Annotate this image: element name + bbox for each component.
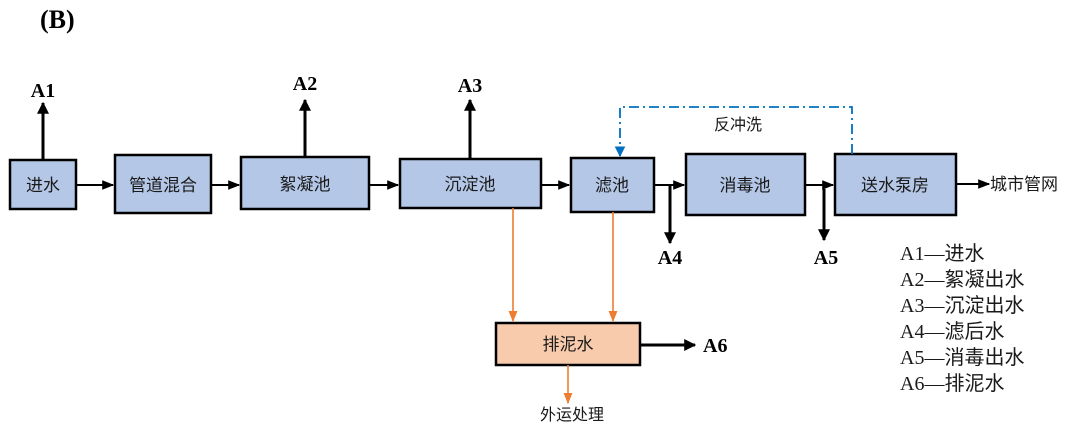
unit-flocculation: 絮凝池: [239, 155, 371, 211]
unit-filter-label: 滤池: [595, 176, 629, 196]
unit-disinfection-label: 消毒池: [720, 176, 771, 196]
sampling-label-a1: A1: [31, 80, 55, 102]
legend: A1—进水 A2—絮凝出水 A3—沉淀出水 A4—滤后水 A5—消毒出水 A6—…: [900, 242, 1024, 395]
unit-pump-house-label: 送水泵房: [861, 176, 929, 196]
unit-pipe-mixing: 管道混合: [113, 153, 213, 215]
city-network-label: 城市管网: [990, 175, 1058, 195]
sampling-label-a6: A6: [703, 335, 727, 357]
unit-pipe-mixing-label: 管道混合: [129, 176, 197, 196]
legend-item: A4—滤后水: [900, 320, 1004, 343]
unit-flocculation-label: 絮凝池: [280, 175, 331, 195]
unit-sedimentation-label: 沉淀池: [445, 175, 496, 195]
backwash-line: [614, 106, 853, 158]
panel-label: (B): [40, 5, 75, 34]
legend-item: A6—排泥水: [900, 372, 1004, 395]
legend-item: A5—消毒出水: [900, 346, 1024, 369]
unit-sludge-water: 排泥水: [494, 321, 642, 367]
unit-sedimentation: 沉淀池: [398, 157, 543, 210]
sampling-label-a2: A2: [293, 73, 317, 95]
legend-item: A1—进水: [900, 242, 984, 265]
unit-filter: 滤池: [569, 156, 656, 214]
unit-inlet-label: 进水: [26, 176, 60, 196]
offsite-disposal-label: 外运处理: [540, 405, 604, 424]
sampling-label-a5: A5: [814, 247, 838, 269]
backwash-label: 反冲洗: [714, 115, 762, 134]
sampling-label-a3: A3: [458, 75, 482, 97]
sampling-label-a4: A4: [658, 247, 682, 269]
unit-sludge-water-label: 排泥水: [543, 335, 594, 355]
unit-inlet: 进水: [8, 158, 78, 211]
unit-disinfection: 消毒池: [684, 152, 807, 217]
legend-item: A2—絮凝出水: [900, 268, 1024, 291]
legend-item: A3—沉淀出水: [900, 294, 1024, 317]
unit-pump-house: 送水泵房: [833, 152, 958, 217]
